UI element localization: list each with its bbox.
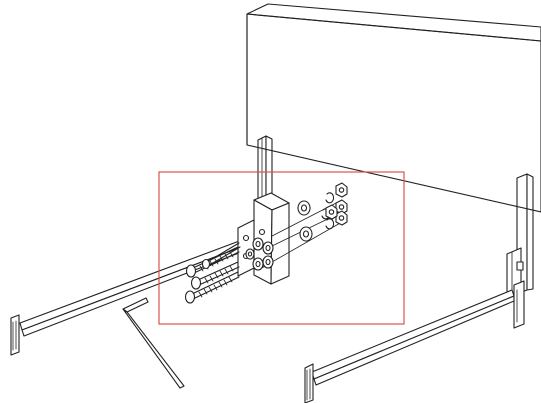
washer-row-middle xyxy=(297,192,335,242)
nut-row-back xyxy=(325,182,348,226)
headboard-leg-right xyxy=(506,173,534,297)
bolt-set xyxy=(184,242,241,304)
hex-key xyxy=(122,297,185,389)
highlight-box xyxy=(158,171,405,325)
bolt-4 xyxy=(201,242,241,270)
washer-nut-set xyxy=(245,182,348,271)
bolt-3 xyxy=(184,271,240,304)
side-rail-right xyxy=(304,280,525,403)
washer-row-front xyxy=(245,237,274,271)
side-rail-left xyxy=(10,239,245,356)
headboard-panel xyxy=(246,3,541,213)
mounting-bracket xyxy=(237,192,290,285)
bolt-2 xyxy=(190,261,240,290)
